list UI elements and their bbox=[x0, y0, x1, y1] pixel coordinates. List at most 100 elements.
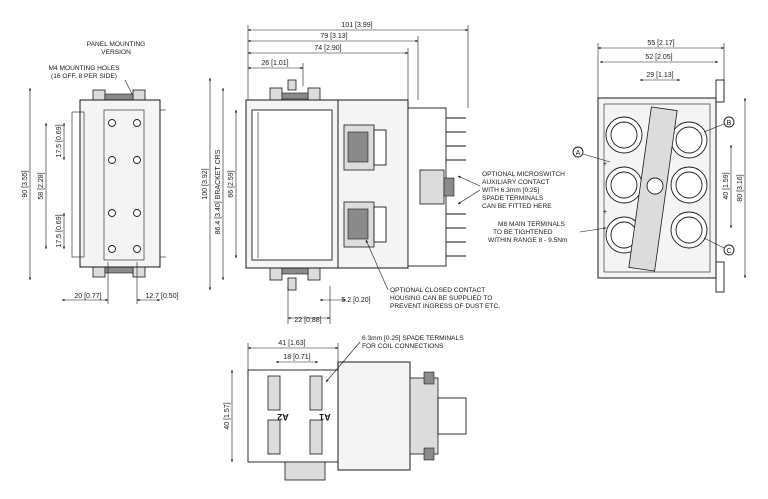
terminal-inner bbox=[610, 171, 638, 199]
main-terminals bbox=[605, 116, 708, 254]
note-line: OPTIONAL CLOSED CONTACT bbox=[390, 287, 485, 294]
plus-sign: + bbox=[603, 209, 607, 216]
leader-line bbox=[457, 175, 481, 187]
end-inner bbox=[603, 103, 711, 273]
terminal-inner bbox=[675, 126, 703, 154]
terminal-bolt bbox=[443, 177, 455, 197]
nut-bottom bbox=[423, 447, 435, 461]
terminal-stud bbox=[287, 79, 297, 91]
spade-terminal bbox=[309, 419, 323, 455]
end-view: 55 [2.17] 52 [2.05] 29 [1.13] bbox=[488, 40, 747, 293]
mounting-hole bbox=[108, 156, 116, 164]
mounting-bracket bbox=[71, 111, 85, 258]
label-a: A bbox=[576, 150, 581, 157]
note-line: 6.3mm [0.25] SPADE TERMINALS bbox=[362, 335, 464, 342]
terminal-bar bbox=[104, 93, 134, 101]
dim-length-2: 79 [3.13] bbox=[320, 33, 347, 40]
dim-height-b: 80 [3.16] bbox=[737, 174, 744, 201]
contact-tip bbox=[373, 206, 387, 243]
leader-line bbox=[365, 239, 389, 291]
mounting-hole bbox=[133, 119, 141, 127]
contact-spring bbox=[347, 131, 369, 163]
terminal-bar bbox=[281, 92, 309, 100]
dim-body: 66 [2.59] bbox=[228, 170, 235, 197]
dim-hole-pitch-top: 17.5 [0.69] bbox=[56, 124, 63, 157]
dim-bracket: 86.4 [3.40] BRACKET CRS bbox=[215, 149, 222, 234]
note-microswitch: OPTIONAL MICROSWITCH AUXILIARY CONTACT W… bbox=[457, 171, 565, 210]
note-line: TO BE TIGHTENED bbox=[493, 229, 553, 236]
dim-length-3: 74 [2.90] bbox=[314, 45, 341, 52]
dim-width-total: 55 [2.17] bbox=[647, 40, 674, 47]
note-line: AUXILIARY CONTACT bbox=[482, 179, 549, 186]
note-line: PREVENT INGRESS OF DUST ETC. bbox=[390, 303, 500, 310]
leader-line bbox=[703, 237, 725, 249]
dim-hole-span: 58 [2.28] bbox=[38, 172, 45, 199]
dim-height-total: 100 [3.92] bbox=[202, 168, 209, 199]
dim-length-total: 101 [3.99] bbox=[341, 22, 372, 29]
note-panel-mounting-1: PANEL MOUNTING bbox=[87, 41, 146, 48]
label-circle-a bbox=[572, 146, 584, 158]
bracket-tab bbox=[715, 79, 725, 103]
leader-line bbox=[325, 341, 361, 383]
base-tab bbox=[284, 461, 326, 481]
note-line: M8 MAIN TERMINALS bbox=[498, 221, 566, 228]
label-c: C bbox=[726, 248, 731, 255]
spade-terminal-a2 bbox=[267, 375, 281, 411]
contactor-body bbox=[79, 99, 161, 268]
contact-top bbox=[337, 361, 411, 471]
note-line: CAN BE FITTED HERE bbox=[482, 203, 552, 210]
note-line: OPTIONAL MICROSWITCH bbox=[482, 171, 565, 178]
leader-line bbox=[124, 79, 134, 97]
terminal-cluster bbox=[409, 377, 439, 455]
bracket-tab bbox=[715, 261, 725, 293]
dim-bottom-left: 20 [0.77] bbox=[74, 293, 101, 300]
center-pivot bbox=[646, 177, 664, 195]
mounting-hole bbox=[108, 119, 116, 127]
dim-height-a: 40 [1.59] bbox=[723, 172, 730, 199]
note-panel-mounting-2: VERSION bbox=[101, 49, 131, 56]
leader-line bbox=[703, 123, 725, 133]
leader-line bbox=[457, 189, 481, 205]
terminal-nut bbox=[419, 169, 445, 205]
label-circle-b bbox=[723, 116, 735, 128]
dim-width-3: 29 [1.13] bbox=[646, 72, 673, 79]
terminal-bar bbox=[281, 267, 309, 275]
mounting-holes bbox=[108, 119, 141, 253]
terminal-inner bbox=[675, 216, 703, 244]
spade-terminal-a1 bbox=[309, 375, 323, 411]
mounting-hole bbox=[108, 209, 116, 217]
coil-label-a1: A1 bbox=[319, 412, 331, 422]
note-housing: OPTIONAL CLOSED CONTACT HOUSING CAN BE S… bbox=[365, 239, 500, 310]
note-terminals: M8 MAIN TERMINALS TO BE TIGHTENED WITHIN… bbox=[488, 221, 607, 244]
note-line: WITH 6.3mm [0.25] bbox=[482, 187, 539, 194]
terminal-bar bbox=[104, 266, 134, 274]
dim-width: 41 [1.63] bbox=[278, 340, 305, 347]
note-line: SPADE TERMINALS bbox=[482, 195, 544, 202]
front-view: PANEL MOUNTING VERSION M4 MOUNTING HOLES… bbox=[22, 41, 179, 304]
label-circle-c bbox=[723, 244, 735, 256]
note-spade: 6.3mm [0.25] SPADE TERMINALS FOR COIL CO… bbox=[325, 335, 464, 383]
dim-hole-pitch-bottom: 17.5 [0.69] bbox=[56, 214, 63, 247]
spade-pins bbox=[446, 117, 466, 257]
terminal-stud bbox=[287, 277, 297, 291]
leader-line bbox=[582, 153, 611, 163]
note-line: FOR COIL CONNECTIONS bbox=[362, 343, 444, 350]
nut-top bbox=[423, 371, 435, 385]
dim-gap: 5.2 [0.20] bbox=[341, 297, 370, 304]
dim-height: 40 [1.57] bbox=[224, 402, 231, 429]
coil-label-a2: A2 bbox=[277, 412, 289, 422]
inner-plate bbox=[103, 109, 145, 261]
mounting-hole bbox=[108, 245, 116, 253]
side-view: 101 [3.99] 79 [3.13] 74 [2.90] 26 [1.01] bbox=[202, 22, 565, 324]
note-mounting-holes-2: (16 OFF, 8 PER SIDE) bbox=[51, 73, 117, 80]
top-view: 41 [1.63] 18 [0.71] A2 A1 40 [1.57] 6.3m… bbox=[224, 335, 467, 481]
note-mounting-holes-1: M4 MOUNTING HOLES bbox=[48, 65, 120, 72]
terminal-inner bbox=[675, 171, 703, 199]
note-line: WITHIN RANGE 8 - 9.5Nm bbox=[488, 237, 568, 244]
contact-tip bbox=[373, 129, 387, 166]
dim-bottom: 22 [0.88] bbox=[294, 317, 321, 324]
terminal-bolt-top bbox=[437, 397, 467, 435]
spade-terminal bbox=[267, 419, 281, 455]
coil-top bbox=[247, 369, 339, 463]
